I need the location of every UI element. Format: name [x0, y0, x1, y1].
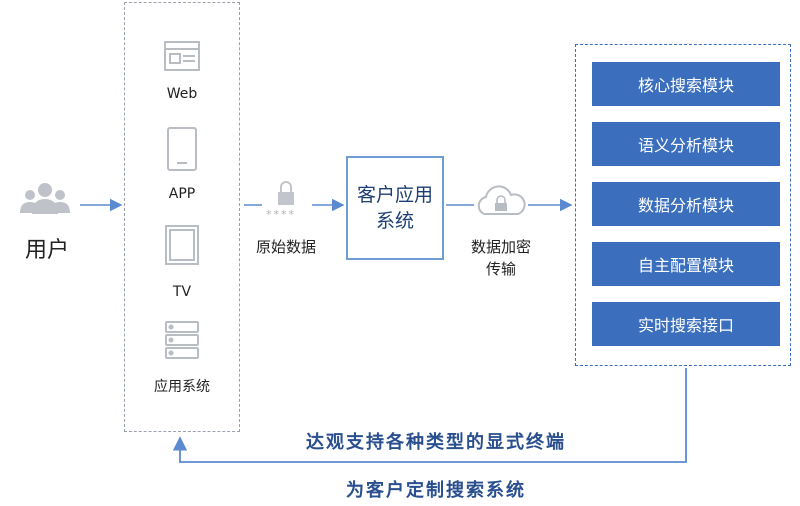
tv-icon [165, 225, 199, 265]
device-label-app: APP [168, 186, 196, 202]
module-core-search: 核心搜索模块 [592, 62, 780, 106]
module-semantic-analysis: 语义分析模块 [592, 122, 780, 166]
server-icon [165, 321, 199, 359]
module-self-config: 自主配置模块 [592, 242, 780, 286]
footer-line1: 达观支持各种类型的显式终端 [306, 432, 566, 453]
device-label-system: 应用系统 [154, 379, 210, 395]
lock-icon [278, 181, 294, 205]
device-label-tv: TV [172, 284, 192, 300]
encryption-label-line1: 数据加密 [470, 238, 531, 256]
modules-group [575, 44, 791, 366]
cloud-lock-icon [477, 185, 526, 215]
footer-line2: 为客户定制搜索系统 [346, 480, 526, 501]
encryption-label-line2: 传输 [485, 260, 516, 278]
phone-icon [167, 127, 197, 171]
users-icon [20, 183, 70, 214]
module-data-analysis: 数据分析模块 [592, 182, 780, 226]
browser-window-icon [164, 41, 200, 71]
return-arrow [172, 368, 687, 463]
raw-data-label: 原始数据 [255, 238, 316, 256]
user-label: 用户 [24, 238, 69, 263]
device-label-web: Web [166, 86, 198, 102]
module-realtime-search-api: 实时搜索接口 [592, 302, 780, 346]
masked-data: **** [266, 208, 296, 221]
client-system-box: 客户应用系统 [346, 156, 444, 260]
devices-group [124, 2, 240, 432]
